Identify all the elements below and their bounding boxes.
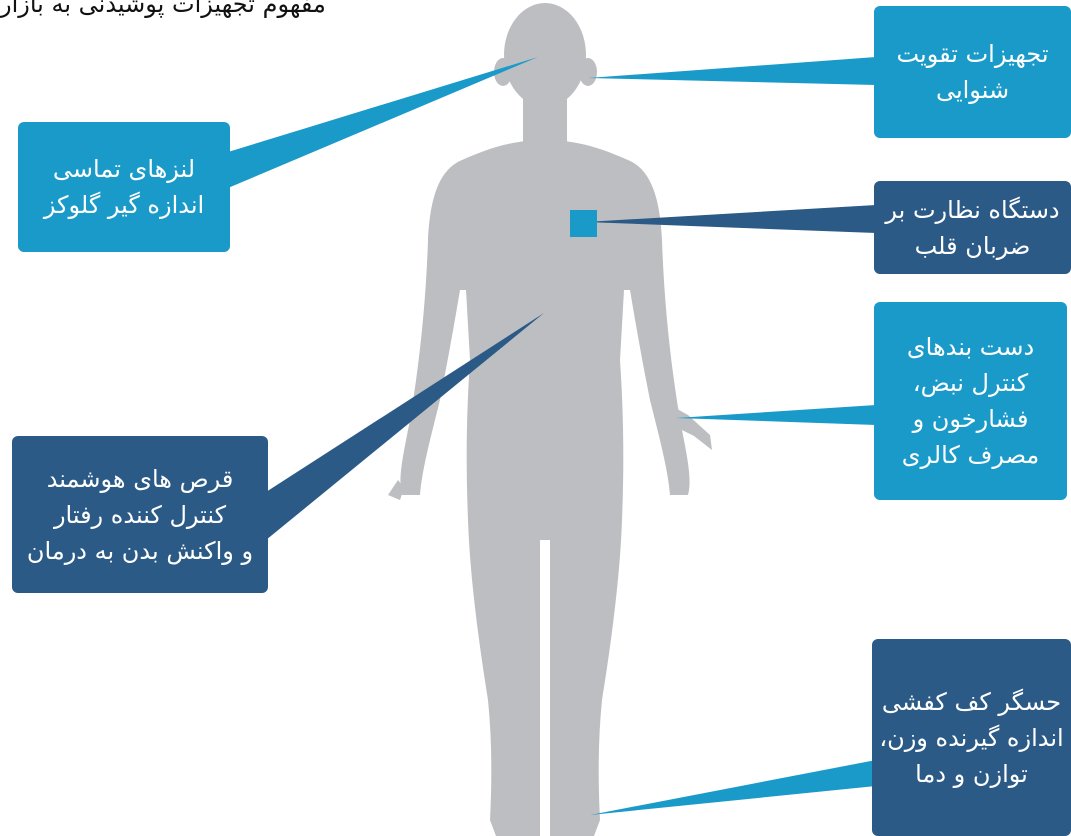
callout-line: دستگاه نظارت بر [885,192,1059,228]
callout-line: اندازه گیرنده وزن، [879,720,1063,756]
callout-line: اندازه گیر گلوکز [44,187,204,223]
heart-monitor-marker [570,210,597,237]
callout-hearing: تجهیزات تقویت شنوایی [874,6,1071,138]
callout-contact-lens: لنزهای تماسی اندازه گیر گلوکز [18,122,230,252]
callout-heart-monitor: دستگاه نظارت بر ضربان قلب [874,181,1071,274]
insole-pointer [590,760,876,815]
callout-wristband: دست بندهای کنترل نبض، فشارخون و مصرف کال… [874,302,1067,500]
wristband-pointer [676,405,876,425]
callout-line: مصرف کالری [902,437,1040,473]
callout-line: توازن و دما [915,756,1028,792]
hearing-pointer [588,57,876,85]
callout-line: حسگر کف کفشی [882,684,1061,720]
callout-insole: حسگر کف کفشی اندازه گیرنده وزن، توازن و … [872,639,1071,836]
callout-line: و واکنش بدن به درمان [27,533,253,569]
diagram-title: مفهوم تجهیزات پوشیدنی به بازار [0,0,330,22]
callout-line: قرص های هوشمند [47,461,234,497]
callout-line: ضربان قلب [915,228,1031,264]
callout-line: کنترل نبض، [913,365,1028,401]
callout-line: لنزهای تماسی [53,151,195,187]
callout-line: شنوایی [936,72,1009,108]
callout-line: کنترل کننده رفتار [54,497,226,533]
callout-line: تجهیزات تقویت [896,36,1048,72]
callout-line: دست بندهای [907,329,1034,365]
callout-line: فشارخون و [913,401,1029,437]
callout-smart-pill: قرص های هوشمند کنترل کننده رفتار و واکنش… [12,436,268,593]
